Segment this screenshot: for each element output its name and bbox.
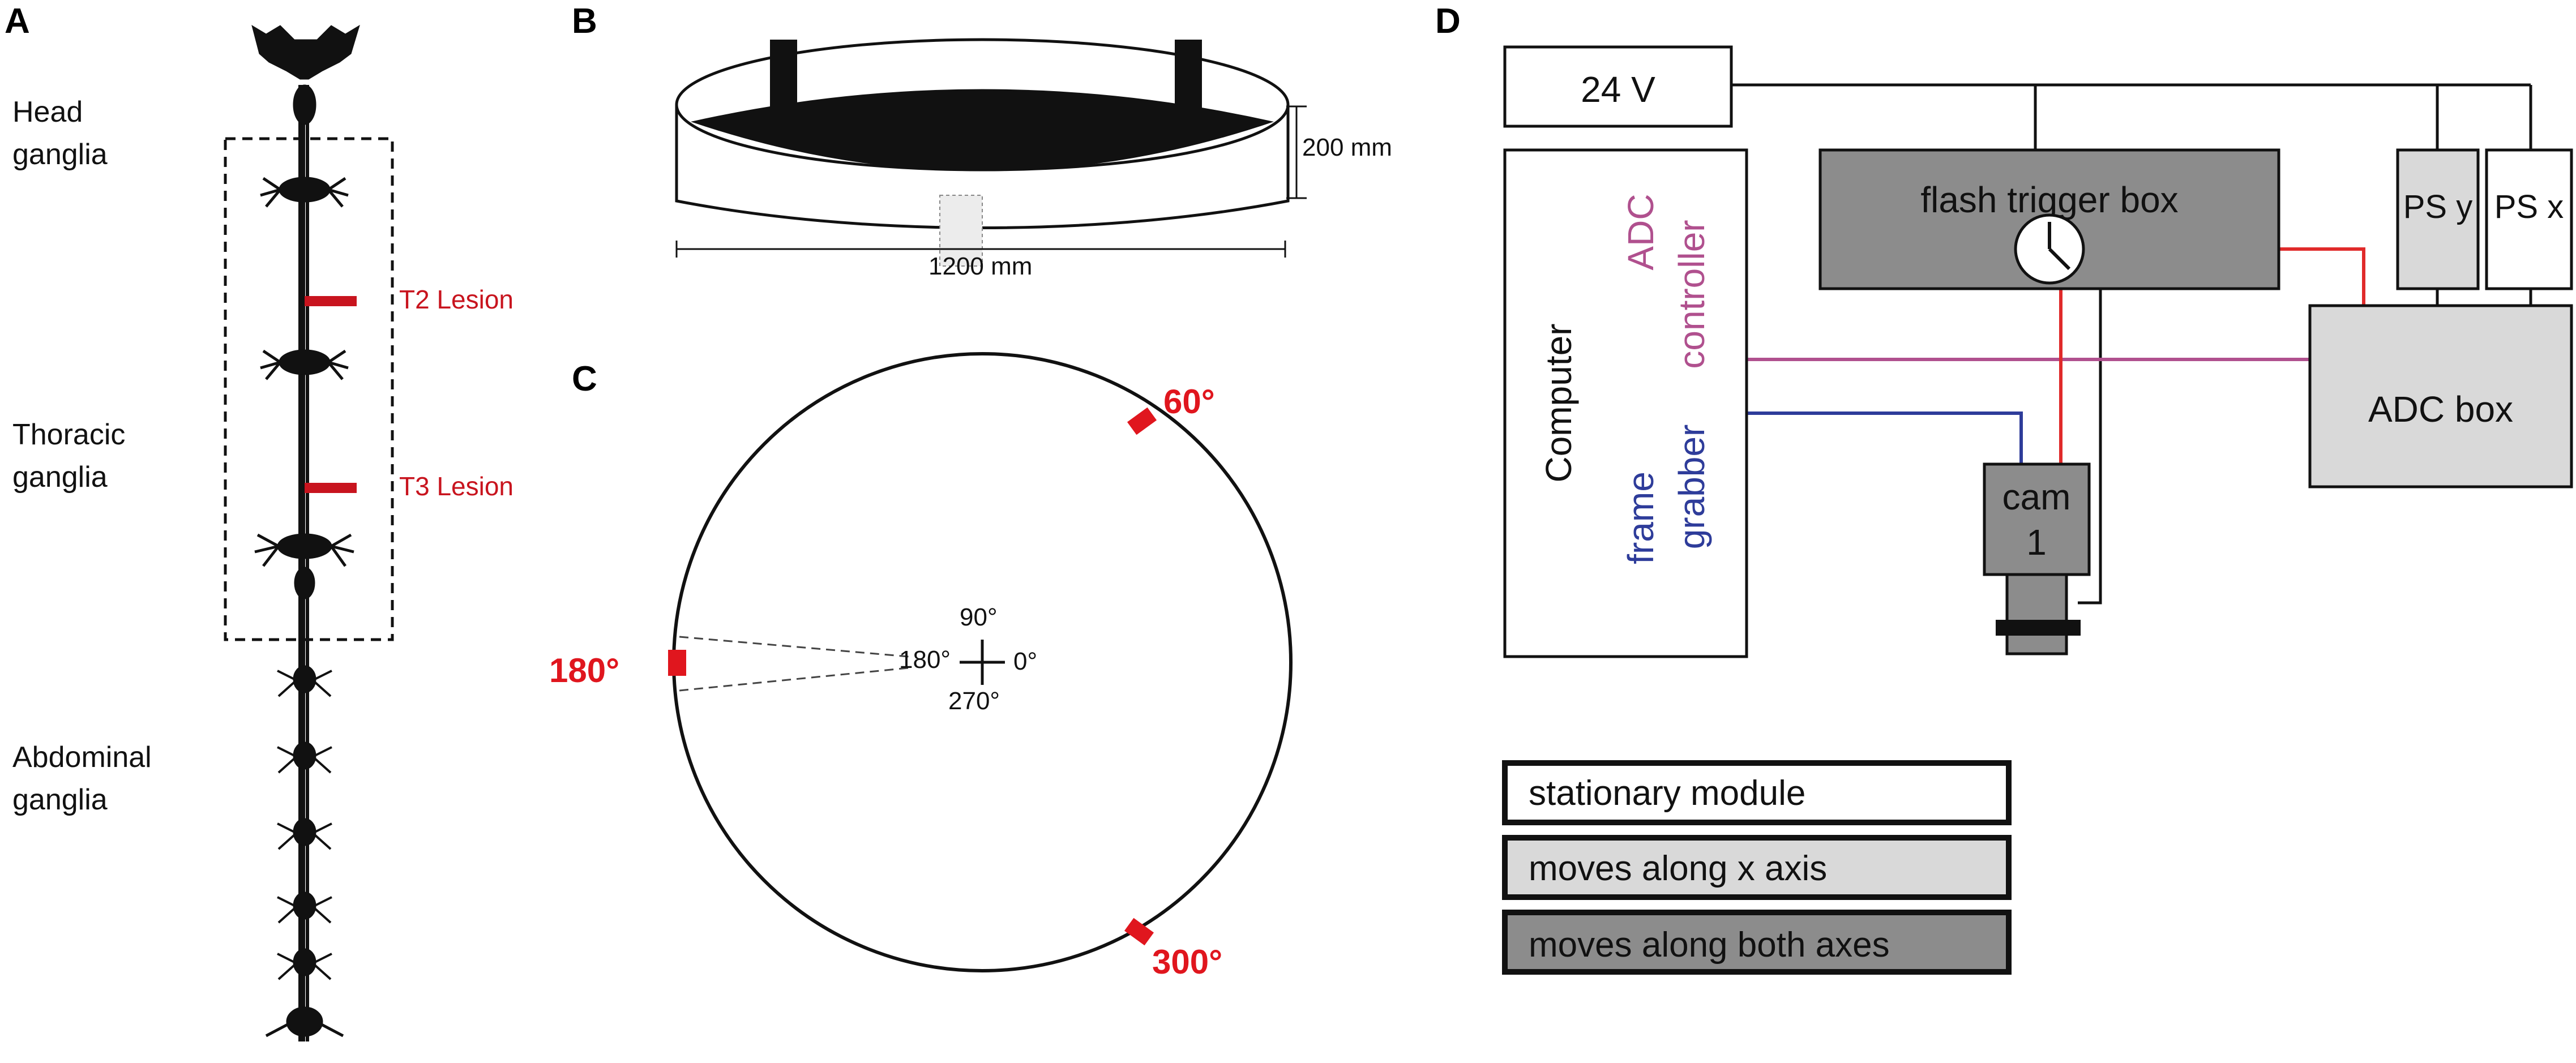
power-wiring <box>1731 83 2532 605</box>
thoracic-dashed-box <box>224 137 394 641</box>
computer-label: Computer <box>1538 324 1579 483</box>
width-label: 1200 mm <box>928 252 1032 280</box>
marker-180-label: 180° <box>549 651 619 689</box>
flash-trigger-box-label: flash trigger box <box>1920 179 2178 220</box>
compass-270-label: 270° <box>948 687 1000 715</box>
camera-lens-ring <box>1996 620 2081 636</box>
arena-floor <box>691 89 1274 172</box>
camera-label-2: 1 <box>2026 522 2047 563</box>
marker-60-label: 60° <box>1163 383 1215 421</box>
abdominal-ganglia-label-1: Abdominal <box>12 741 152 774</box>
panel-letter-b: B <box>572 2 597 41</box>
t3-lesion-label: T3 Lesion <box>399 472 514 501</box>
marker-60 <box>1127 407 1157 435</box>
t3-lesion-mark <box>305 483 357 493</box>
height-label: 200 mm <box>1302 134 1392 161</box>
panel-d: D 24 V Computer ADC controller frame gra… <box>1435 2 2573 975</box>
panel-letter-d: D <box>1435 2 1461 41</box>
arena-post-left <box>770 40 797 119</box>
panel-b: B 200 mm 1200 mm <box>572 2 1392 280</box>
legend-moves-both-swatch <box>1502 910 2012 975</box>
arena-window <box>939 195 983 267</box>
legend-stationary-swatch <box>1502 760 2012 825</box>
t2-lesion-mark <box>305 296 357 306</box>
view-cone-upper <box>679 636 909 658</box>
thoracic-ganglia-label-2: ganglia <box>12 461 108 494</box>
legend-moves-x-label: moves along x axis <box>1529 849 1827 888</box>
adc-controller-label-2: controller <box>1671 220 1712 368</box>
ps-y-label: PS y <box>2403 188 2473 225</box>
camera-lens <box>2005 573 2068 655</box>
legend-moves-x-swatch <box>1502 835 2012 900</box>
panel-a: A Head ganglia Thoracic ganglia Abdomina… <box>5 2 514 1041</box>
compass-180-label: 180° <box>899 646 951 674</box>
panel-c: C 60° 180° 300° 90° 180° 0° 270° <box>549 352 1293 981</box>
nerve-cord <box>251 24 360 1041</box>
trigger-to-adc-wire <box>2279 247 2365 306</box>
arena-post-right <box>1175 40 1202 119</box>
frame-grabber-label-2: grabber <box>1671 425 1712 550</box>
power-supply-24v-box <box>1503 45 1733 128</box>
frame-grabber-label-1: frame <box>1620 472 1661 564</box>
adc-box <box>2308 304 2573 488</box>
ps-x-box <box>2485 148 2573 290</box>
frame-grabber-wire <box>1747 412 2023 464</box>
ps-x-label: PS x <box>2494 188 2564 225</box>
thoracic-ganglia-label-1: Thoracic <box>12 418 125 451</box>
t2-lesion-label: T2 Lesion <box>399 285 514 314</box>
adc-controller-label-1: ADC <box>1620 194 1661 270</box>
power-supply-24v-label: 24 V <box>1581 69 1655 110</box>
view-cone-lower <box>679 667 909 692</box>
marker-300 <box>1124 918 1154 946</box>
compass-0-label: 0° <box>1013 648 1037 675</box>
legend-stationary-label: stationary module <box>1529 774 1805 813</box>
marker-300-label: 300° <box>1152 943 1222 981</box>
marker-180 <box>668 650 686 676</box>
adc-box-label: ADC box <box>2368 389 2513 430</box>
panel-letter-a: A <box>5 2 30 41</box>
ps-y-box <box>2396 148 2480 290</box>
legend-moves-both-label: moves along both axes <box>1529 925 1890 965</box>
head-ganglia-label-2: ganglia <box>12 138 108 171</box>
compass-90-label: 90° <box>960 603 998 631</box>
camera-body <box>1983 462 2091 576</box>
computer-box <box>1503 148 1748 658</box>
camera-label-1: cam <box>2002 477 2071 517</box>
module-legend: stationary module moves along x axis mov… <box>1502 760 2012 975</box>
panel-letter-c: C <box>572 359 597 398</box>
head-ganglia-label-1: Head <box>12 96 83 128</box>
clock-icon <box>2014 213 2085 285</box>
abdominal-ganglia-label-2: ganglia <box>12 783 108 816</box>
